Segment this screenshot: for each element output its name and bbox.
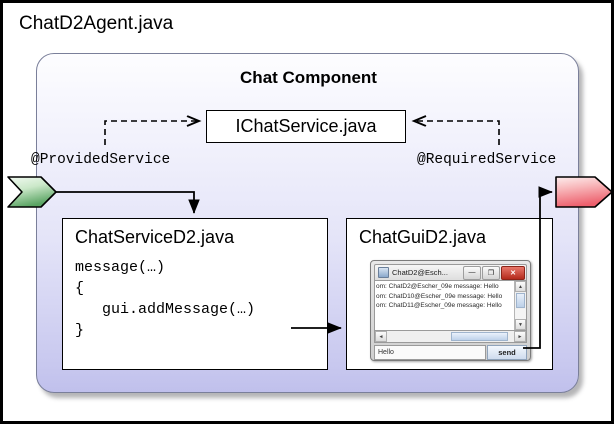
message-input[interactable]: Hello [374,345,486,360]
class-box-chatservice-title: ChatServiceD2.java [75,227,235,247]
scroll-left-icon[interactable]: ◄ [375,331,387,342]
list-item: om: ChatD11@Escher_09e message: Hello [376,302,502,309]
scroll-down-icon[interactable]: ▼ [515,319,526,330]
interface-box-ichatservice[interactable]: IChatService.java [206,110,406,143]
chat-window-titlebar[interactable]: ChatD2@Esch... — ❐ ✕ [374,264,527,280]
chat-input-row: Hello send [374,345,527,360]
scrollbar-track-horizontal[interactable] [387,331,514,342]
chat-message-list: om: ChatD2@Escher_09e message: Hello om:… [375,281,514,330]
agent-title: ChatD2Agent.java [19,13,174,34]
interface-box-label: IChatService.java [235,116,377,136]
horizontal-scrollbar[interactable]: ◄ ► [374,331,527,343]
class-box-chatservice[interactable]: ChatServiceD2.java message(…) { gui.addM… [62,218,328,370]
list-item: om: ChatD10@Escher_09e message: Hello [376,292,503,300]
minimize-icon[interactable]: — [463,265,481,280]
annotation-provided-service: @ProvidedService [31,152,171,168]
scrollbar-track-vertical[interactable] [515,309,526,319]
scrollbar-thumb-horizontal[interactable] [450,332,508,341]
close-icon[interactable]: ✕ [501,265,525,280]
window-controls: — ❐ ✕ [463,265,525,280]
class-box-chatgui[interactable]: ChatGuiD2.java ChatD2@Esch... — ❐ ✕ om: … [346,218,553,370]
class-box-chatservice-code: message(…) { gui.addMessage(…) } [75,259,256,339]
class-box-chatgui-title: ChatGuiD2.java [359,227,487,247]
annotation-required-service: @RequiredService [417,152,557,168]
scroll-right-icon[interactable]: ► [514,331,526,342]
list-item: om: ChatD2@Escher_09e message: Hello [376,283,499,290]
chat-window-title: ChatD2@Esch... [392,268,448,277]
maximize-icon[interactable]: ❐ [482,265,500,280]
scrollbar-thumb-vertical[interactable] [516,293,525,308]
component-title: Chat Component [240,68,377,87]
send-button[interactable]: send [487,345,527,360]
vertical-scrollbar[interactable]: ▲ ▼ [514,281,526,330]
embedded-chat-window[interactable]: ChatD2@Esch... — ❐ ✕ om: ChatD2@Escher_0… [370,260,531,361]
java-app-icon [378,267,389,278]
chat-window-body: om: ChatD2@Escher_09e message: Hello om:… [374,280,527,331]
scroll-up-icon[interactable]: ▲ [515,281,526,292]
